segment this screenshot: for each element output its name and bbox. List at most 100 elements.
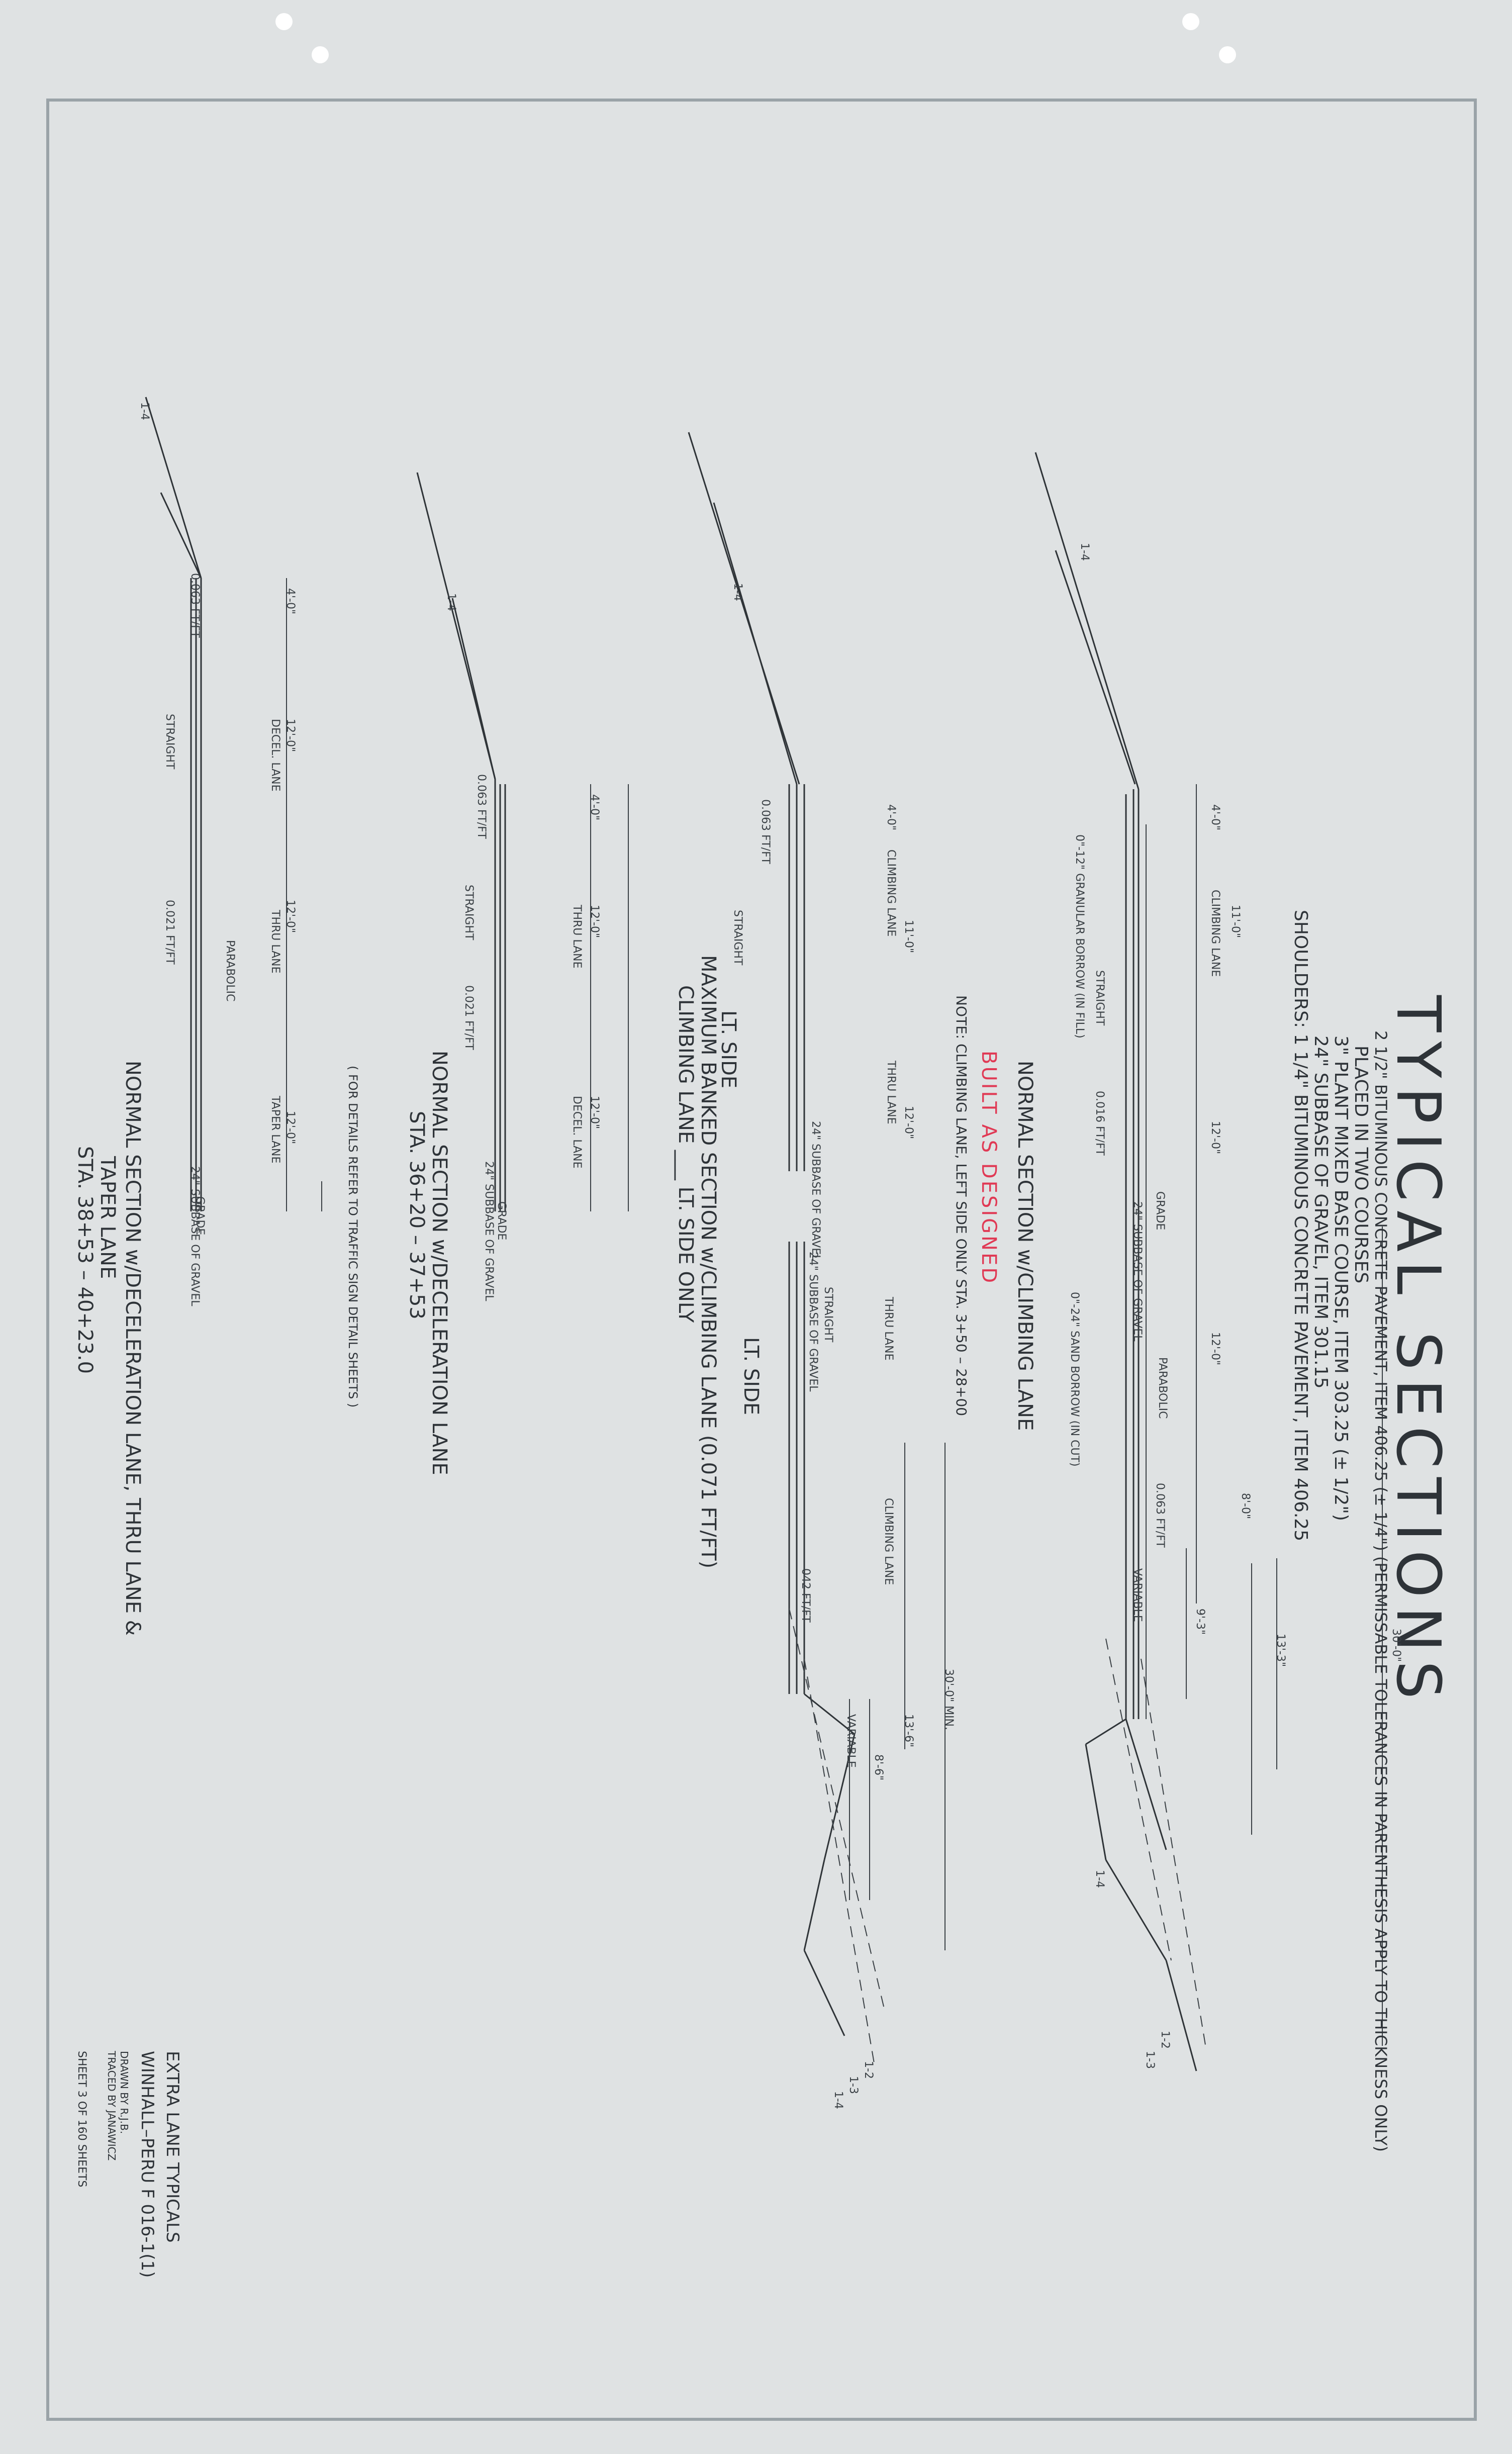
section-3-lines bbox=[416, 472, 629, 1211]
notes-line-3: 3" PLANT MIXED BASE COURSE, ITEM 303.25 … bbox=[1331, 1035, 1351, 1521]
label: 4'-0" bbox=[1209, 804, 1221, 831]
label: 12'-0" bbox=[588, 905, 601, 938]
label: 1-4 bbox=[832, 2091, 844, 2109]
label: STRAIGHT bbox=[822, 1287, 834, 1343]
punch-hole bbox=[275, 13, 293, 30]
label: 0.021 FT/FT bbox=[163, 900, 176, 965]
label: 1-2 bbox=[862, 2061, 875, 2079]
label: PARABOLIC bbox=[224, 940, 236, 1002]
label: 1-4 bbox=[1093, 1870, 1106, 1888]
section-3-station: STA. 36+20 – 37+53 bbox=[405, 1111, 428, 1319]
label: 0.016 FT/FT bbox=[1093, 1091, 1106, 1156]
traced-by: TRACED BY JANAWICZ bbox=[106, 2051, 118, 2161]
label: 1-4 bbox=[731, 583, 744, 601]
label: GRADE bbox=[1154, 1191, 1166, 1231]
label: STRAIGHT bbox=[462, 885, 475, 940]
sheet-number: SHEET 3 OF 160 SHEETS bbox=[75, 2051, 88, 2188]
label: PARABOLIC bbox=[1156, 1357, 1169, 1419]
title-block-line-2: WINHALL–PERU F 016-1(1) bbox=[137, 2051, 157, 2278]
label: 1-4 bbox=[1078, 543, 1091, 561]
label: CLIMBING LANE bbox=[885, 850, 897, 937]
label: 24" SUBBASE OF GRAVEL bbox=[807, 1252, 819, 1392]
section-4-station: STA. 38+53 – 40+23.0 bbox=[73, 1146, 97, 1374]
label: 8'-6" bbox=[872, 1754, 885, 1781]
built-as-designed-stamp: BUILT AS DESIGNED bbox=[977, 1051, 1000, 1285]
label: 1-3 bbox=[847, 2076, 860, 2094]
label: 24" SUBBASE OF GRAVEL bbox=[188, 1166, 201, 1306]
label: THRU LANE bbox=[269, 910, 281, 974]
label: STRAIGHT bbox=[731, 910, 744, 966]
notes-line-2: PLACED IN TWO COURSES bbox=[1351, 1046, 1371, 1284]
label: 0.063 FT/FT bbox=[188, 573, 201, 638]
section-2-lines bbox=[688, 432, 946, 2066]
label: STRAIGHT bbox=[163, 714, 176, 770]
section-4-title: NORMAL SECTION w/DECELERATION LANE, THRU… bbox=[121, 1061, 144, 1636]
label: CLIMBING LANE bbox=[882, 1498, 895, 1585]
label: 8'-0" bbox=[1239, 1493, 1252, 1520]
notes-line-5: SHOULDERS: 1 1/4" BITUMINOUS CONCRETE PA… bbox=[1290, 910, 1311, 1542]
punch-hole bbox=[1182, 13, 1199, 30]
section-2-title: MAXIMUM BANKED SECTION w/CLIMBING LANE (… bbox=[697, 955, 720, 1569]
label: 11'-0" bbox=[1229, 905, 1242, 938]
notes-line-1: 2 1/2" BITUMINOUS CONCRETE PAVEMENT, ITE… bbox=[1371, 1030, 1390, 2152]
label: 12'-0" bbox=[588, 1096, 601, 1129]
drawing-title: TYPICAL SECTIONS bbox=[1383, 995, 1453, 1709]
label: 1-3 bbox=[1144, 2051, 1156, 2069]
label: VARIABLE bbox=[844, 1714, 857, 1768]
label: 9'-3" bbox=[1194, 1609, 1206, 1635]
label: 4'-0" bbox=[885, 804, 897, 831]
label: 12'-0" bbox=[902, 1106, 915, 1140]
label: 0"-24" SAND BORROW (IN CUT) bbox=[1068, 1292, 1081, 1467]
label: 042 FT/FT bbox=[799, 1568, 812, 1623]
label: CLIMBING LANE bbox=[1209, 890, 1221, 977]
label: VARIABLE bbox=[1131, 1568, 1144, 1622]
label: TAPER LANE bbox=[269, 1096, 281, 1164]
label: 12'-0" bbox=[284, 1111, 297, 1145]
label: 13'-6" bbox=[902, 1714, 915, 1748]
punch-hole bbox=[312, 46, 329, 63]
section-3-title: NORMAL SECTION w/DECELERATION LANE bbox=[428, 1051, 451, 1475]
label: THRU LANE bbox=[882, 1297, 895, 1361]
label: 1-4 bbox=[138, 402, 151, 420]
label: 11'-0" bbox=[902, 920, 915, 954]
label: 13'-3" bbox=[1274, 1634, 1287, 1667]
section-4-title-line-2: TAPER LANE bbox=[96, 1156, 119, 1279]
punch-hole bbox=[1219, 46, 1236, 63]
label: 0"-12" GRANULAR BORROW (IN FILL) bbox=[1073, 834, 1086, 1039]
label: 12'-0" bbox=[284, 900, 297, 933]
label: 12'-0" bbox=[284, 719, 297, 752]
label: 12'-0" bbox=[1209, 1332, 1221, 1366]
label: 0.063 FT/FT bbox=[475, 774, 488, 839]
label: 12'-0" bbox=[1209, 1121, 1221, 1155]
label: 1-2 bbox=[1159, 2031, 1171, 2049]
label: 0.063 FT/FT bbox=[1154, 1483, 1166, 1548]
notes-line-4: 24" SUBBASE OF GRAVEL, ITEM 301.15 bbox=[1310, 1035, 1331, 1389]
sheet-border bbox=[46, 99, 1477, 2421]
label: 24" SUBBASE OF GRAVEL bbox=[809, 1121, 822, 1261]
section-2-side-label-right: LT. SIDE bbox=[739, 1337, 763, 1415]
title-block-line-1: EXTRA LANE TYPICALS bbox=[162, 2051, 182, 2243]
section-3-note: ( FOR DETAILS REFER TO TRAFFIC SIGN DETA… bbox=[346, 1066, 360, 1408]
label: 30'-0" bbox=[1390, 1629, 1402, 1662]
section-1-lines bbox=[1034, 452, 1383, 2071]
label: 4'-0" bbox=[284, 588, 297, 615]
label: 30'-0" MIN. bbox=[942, 1669, 955, 1731]
drawn-by: DRAWN BY R.J.B. bbox=[118, 2051, 130, 2134]
label: 0.021 FT/FT bbox=[462, 985, 475, 1050]
section-4-lines bbox=[145, 397, 322, 1211]
label: THRU LANE bbox=[885, 1061, 897, 1124]
section-1-title: NORMAL SECTION w/CLIMBING LANE bbox=[1013, 1061, 1036, 1431]
label: DECEL. LANE bbox=[269, 719, 281, 792]
label: DECEL. LANE bbox=[571, 1096, 583, 1169]
label: 1-4 bbox=[445, 593, 457, 611]
label: 4'-0" bbox=[588, 794, 601, 821]
label: 24" SUBBASE OF GRAVEL bbox=[483, 1161, 495, 1301]
label: THRU LANE bbox=[571, 905, 583, 969]
label: 0.063 FT/FT bbox=[759, 799, 772, 864]
section-2-subtitle: CLIMBING LANE ___ LT. SIDE ONLY bbox=[674, 985, 697, 1323]
label: GRADE bbox=[495, 1201, 508, 1241]
label: STRAIGHT bbox=[1093, 970, 1106, 1026]
label: 24" SUBBASE OF GRAVEL bbox=[1131, 1201, 1144, 1342]
